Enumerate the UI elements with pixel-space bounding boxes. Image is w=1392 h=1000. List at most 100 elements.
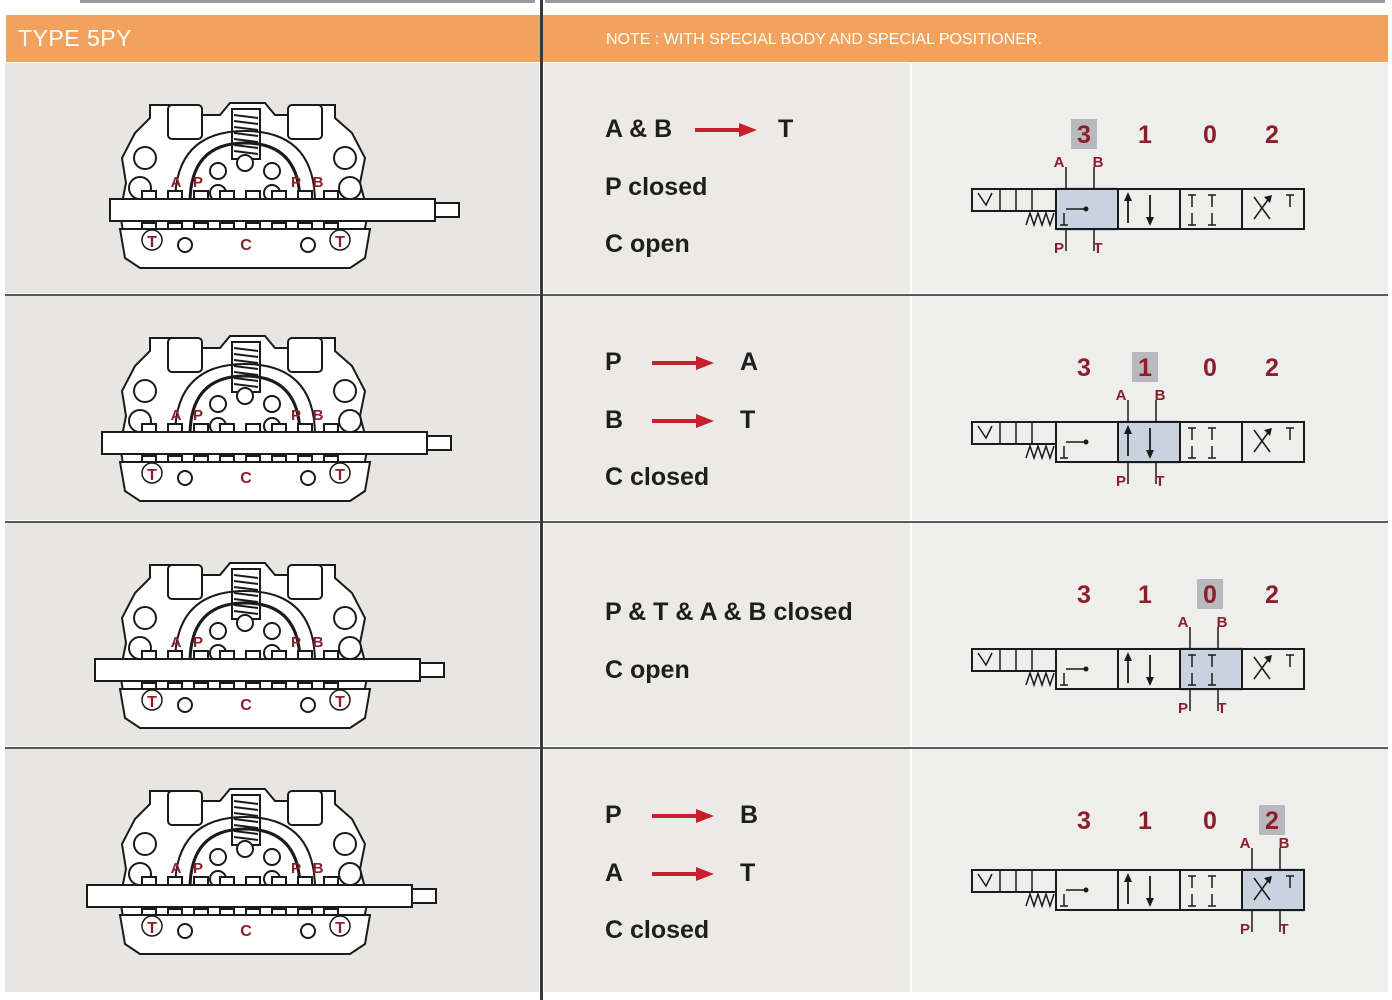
flow-to: T bbox=[778, 115, 794, 143]
position-number: 2 bbox=[1265, 581, 1279, 609]
port-label: P bbox=[193, 634, 203, 651]
port-label: P bbox=[291, 634, 301, 651]
flow-arrow-icon bbox=[652, 356, 714, 370]
symbol-cell bbox=[912, 63, 1388, 293]
port-label: P bbox=[291, 860, 301, 877]
description-cell bbox=[544, 749, 910, 992]
top-rule bbox=[80, 0, 535, 3]
port-label: A bbox=[171, 407, 182, 424]
port-label: P bbox=[193, 407, 203, 424]
port-label: P bbox=[193, 174, 203, 191]
port-label: B bbox=[1279, 835, 1290, 852]
port-label: C bbox=[240, 470, 252, 487]
port-label: B bbox=[1093, 154, 1104, 171]
port-label: P bbox=[291, 407, 301, 424]
active-position-highlight bbox=[1197, 579, 1223, 609]
flow-from: B bbox=[605, 406, 624, 434]
port-label: T bbox=[147, 694, 157, 711]
port-label: A bbox=[1116, 387, 1127, 404]
flow-arrow-icon bbox=[695, 123, 757, 137]
port-label: B bbox=[313, 860, 324, 877]
state-text: C closed bbox=[605, 463, 710, 491]
port-label: T bbox=[335, 920, 345, 937]
description-cell bbox=[544, 523, 910, 746]
position-number: 3 bbox=[1077, 121, 1091, 149]
flow-from: A & B bbox=[605, 115, 673, 143]
top-rule bbox=[545, 0, 1385, 3]
active-position-highlight bbox=[1259, 805, 1285, 835]
position-number: 2 bbox=[1265, 354, 1279, 382]
state-text: C open bbox=[605, 656, 690, 684]
state-text: P & T & A & B closed bbox=[605, 598, 853, 626]
position-number: 3 bbox=[1077, 354, 1091, 382]
position-number: 0 bbox=[1203, 581, 1217, 609]
port-label: A bbox=[171, 634, 182, 651]
position-number: 3 bbox=[1077, 581, 1091, 609]
active-box-highlight bbox=[1242, 868, 1304, 912]
port-label: T bbox=[1279, 921, 1288, 938]
position-number: 1 bbox=[1138, 354, 1152, 382]
position-number: 0 bbox=[1203, 807, 1217, 835]
port-label: P bbox=[1240, 921, 1250, 938]
position-number: 0 bbox=[1203, 121, 1217, 149]
state-text: P closed bbox=[605, 173, 708, 201]
header-note: NOTE : WITH SPECIAL BODY AND SPECIAL POS… bbox=[606, 31, 1042, 48]
port-label: B bbox=[313, 407, 324, 424]
hydraulic-symbol: 3 1 0 2A B P T bbox=[971, 119, 1305, 257]
port-label: P bbox=[1116, 473, 1126, 490]
flow-arrow-icon bbox=[652, 414, 714, 428]
port-label: P bbox=[193, 860, 203, 877]
flow-to: B bbox=[740, 801, 759, 829]
active-position-highlight bbox=[1071, 119, 1097, 149]
row-divider bbox=[5, 521, 1388, 523]
port-label: B bbox=[313, 174, 324, 191]
header-bar: TYPE 5PY NOTE : WITH SPECIAL BODY AND SP… bbox=[6, 15, 1388, 62]
position-number: 2 bbox=[1265, 807, 1279, 835]
port-label: T bbox=[335, 694, 345, 711]
port-label: P bbox=[1178, 700, 1188, 717]
port-label: A bbox=[171, 174, 182, 191]
type-title: TYPE 5PY bbox=[18, 25, 132, 51]
port-label: A bbox=[1054, 154, 1065, 171]
row-divider bbox=[5, 747, 1388, 749]
port-label: A bbox=[1178, 614, 1189, 631]
symbol-cell bbox=[912, 296, 1388, 520]
port-label: T bbox=[1155, 473, 1164, 490]
port-label: T bbox=[147, 920, 157, 937]
port-label: T bbox=[335, 467, 345, 484]
port-label: T bbox=[147, 467, 157, 484]
position-number: 2 bbox=[1265, 121, 1279, 149]
port-label: T bbox=[335, 234, 345, 251]
flow-to: T bbox=[740, 406, 756, 434]
flow-to: A bbox=[740, 348, 759, 376]
port-label: T bbox=[1093, 240, 1102, 257]
position-number: 1 bbox=[1138, 581, 1152, 609]
flow-arrow-icon bbox=[652, 867, 714, 881]
symbol-cell bbox=[912, 523, 1388, 746]
column-divider bbox=[540, 0, 543, 1000]
position-number: 1 bbox=[1138, 121, 1152, 149]
flow-from: P bbox=[605, 348, 622, 376]
port-label: B bbox=[313, 634, 324, 651]
flow-to: T bbox=[740, 859, 756, 887]
active-position-highlight bbox=[1132, 352, 1158, 382]
port-label: C bbox=[240, 237, 252, 254]
position-number: 1 bbox=[1138, 807, 1152, 835]
flow-from: A bbox=[605, 859, 624, 887]
port-label: B bbox=[1155, 387, 1166, 404]
port-label: P bbox=[1054, 240, 1064, 257]
port-label: A bbox=[171, 860, 182, 877]
port-label: T bbox=[147, 234, 157, 251]
port-label: C bbox=[240, 923, 252, 940]
flow-from: P bbox=[605, 801, 622, 829]
port-label: B bbox=[1217, 614, 1228, 631]
